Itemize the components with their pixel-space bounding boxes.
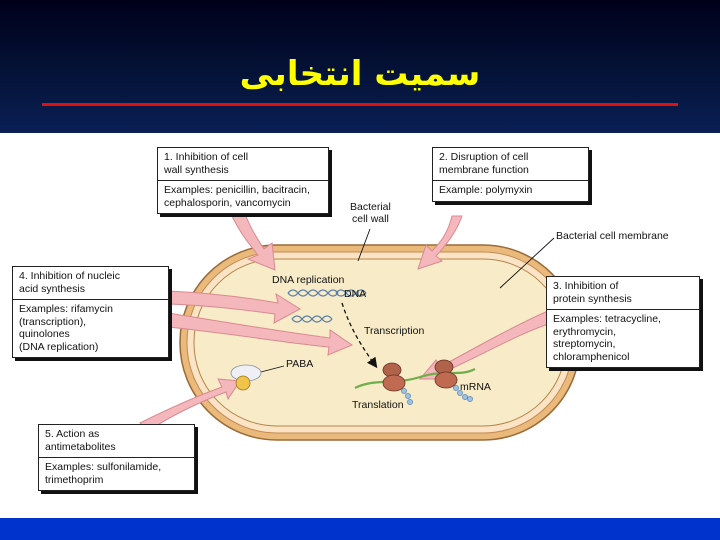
box-protein-synthesis: 3. Inhibition of protein synthesis Examp…: [546, 276, 700, 368]
box2-examples: Example: polymyxin: [439, 184, 533, 196]
box5-examples: Examples: sulfonilamide, trimethoprim: [45, 461, 162, 486]
bacterial-cell-diagram: 1. Inhibition of cell wall synthesis Exa…: [0, 133, 720, 518]
inhibition-arrows: [139, 215, 553, 432]
label-dna-replication: DNA replication: [272, 274, 345, 286]
pointer-lines: [256, 228, 555, 374]
paba-enzyme: [230, 364, 262, 391]
label-paba: PABA: [286, 358, 314, 370]
slide-title: سمیت انتخابی: [239, 54, 481, 94]
label-mrna: mRNA: [460, 381, 491, 393]
peptide-chains: [401, 385, 473, 405]
arrow-replication: [167, 290, 301, 324]
slide-header: سمیت انتخابی: [0, 0, 720, 133]
box3-examples: Examples: tetracycline, erythromycin, st…: [553, 313, 661, 363]
arrow-membrane: [417, 215, 463, 270]
label-cell-wall: Bacterial cell wall: [350, 201, 391, 225]
box-nucleic-acid: 4. Inhibition of nucleic acid synthesis …: [12, 266, 169, 358]
diagram-graphics: [139, 215, 581, 441]
box-membrane-disruption: 2. Disruption of cell membrane function …: [432, 147, 589, 202]
footer-bar: [0, 518, 720, 540]
arrow-transcription: [167, 312, 354, 356]
ribosome-1: [382, 362, 406, 392]
box3-heading: 3. Inhibition of protein synthesis: [547, 277, 699, 310]
arrow-cell-wall: [231, 215, 276, 271]
transcription-arrow: [341, 302, 378, 369]
box4-examples: Examples: rifamycin (transcription), qui…: [19, 303, 113, 353]
dna-helix: [287, 289, 367, 323]
box2-heading: 2. Disruption of cell membrane function: [433, 148, 588, 181]
box5-heading: 5. Action as antimetabolites: [39, 425, 194, 458]
label-cell-membrane: Bacterial cell membrane: [556, 230, 669, 242]
label-dna: DNA: [344, 288, 367, 300]
mrna-strand: [354, 368, 476, 389]
label-transcription: Transcription: [364, 325, 425, 337]
arrow-protein: [418, 310, 553, 380]
ribosome-2: [434, 359, 458, 389]
box4-heading: 4. Inhibition of nucleic acid synthesis: [13, 267, 168, 300]
arrow-antimetabolite: [139, 378, 241, 432]
box-cell-wall-inhibition: 1. Inhibition of cell wall synthesis Exa…: [157, 147, 329, 214]
label-translation: Translation: [352, 399, 404, 411]
box-antimetabolites: 5. Action as antimetabolites Examples: s…: [38, 424, 195, 491]
title-rule: [42, 103, 678, 106]
box1-examples: Examples: penicillin, bacitracin, cephal…: [164, 184, 310, 209]
box1-heading: 1. Inhibition of cell wall synthesis: [158, 148, 328, 181]
